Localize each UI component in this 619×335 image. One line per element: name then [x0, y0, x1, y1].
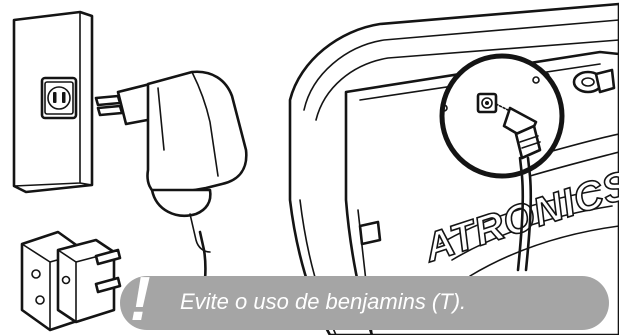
plug-adapter-icon [22, 232, 120, 330]
wall-outlet-icon [14, 12, 92, 192]
warning-text: Evite o uso de benjamins (T). [180, 286, 466, 318]
exclamation-icon: ! [130, 268, 156, 332]
